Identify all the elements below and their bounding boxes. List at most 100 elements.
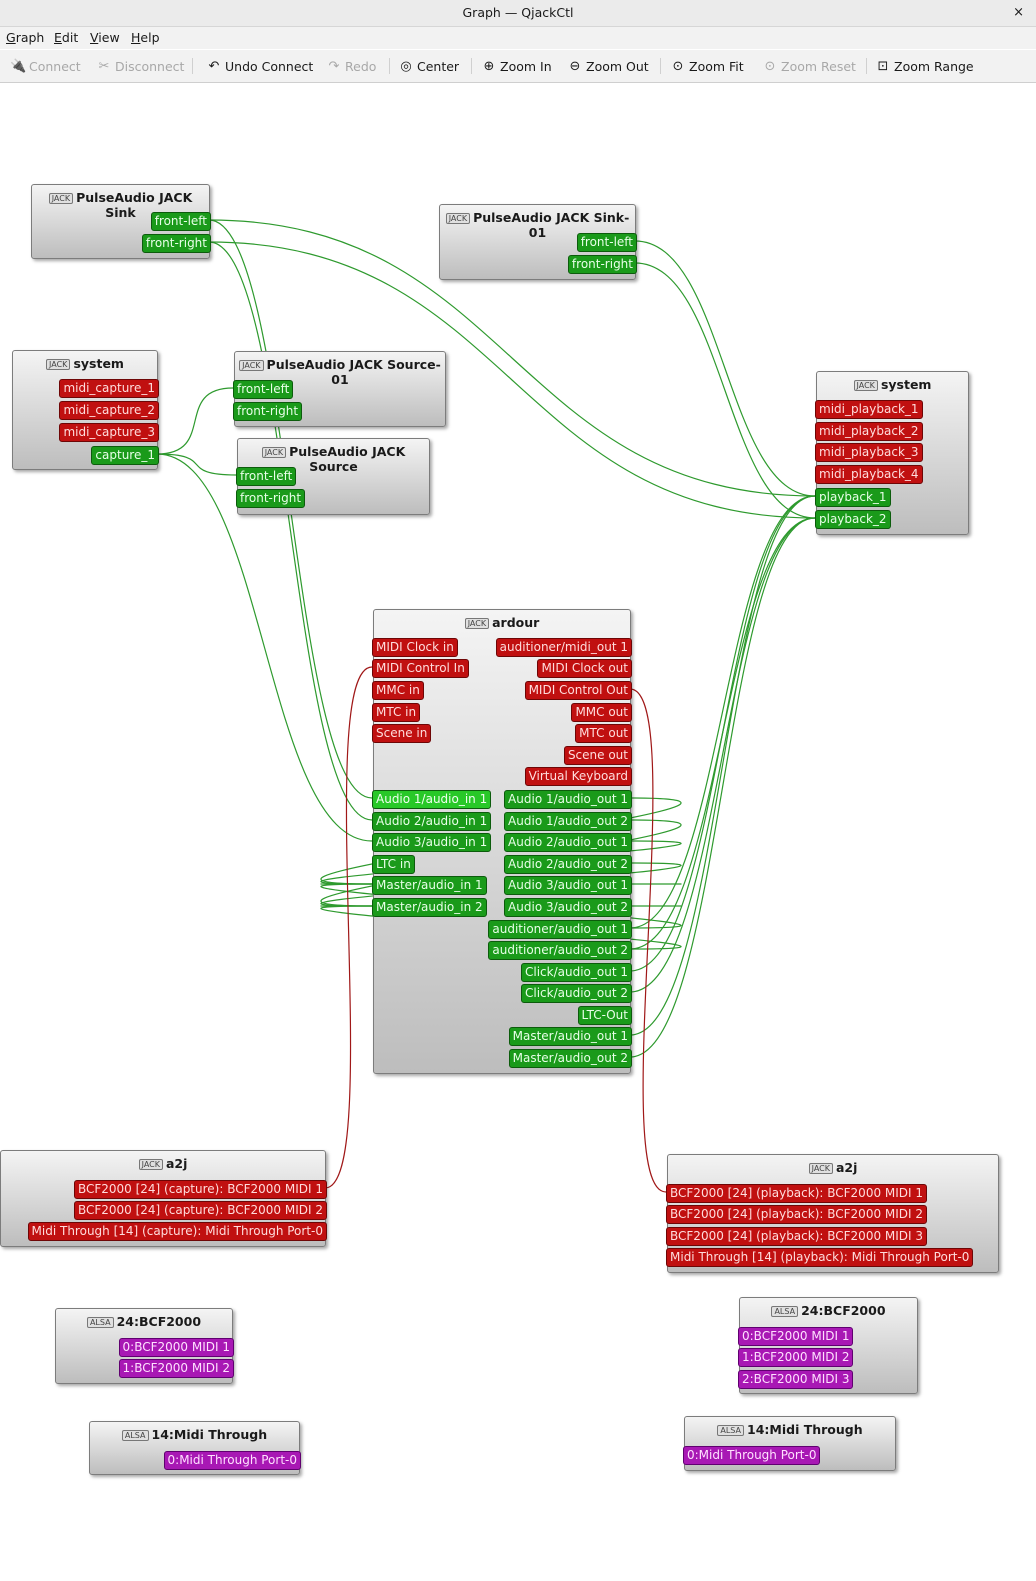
port-mp3[interactable]: midi_playback_3: [815, 443, 923, 462]
port-ltcout[interactable]: LTC-Out: [577, 1006, 632, 1025]
menu-help[interactable]: Help: [131, 30, 160, 45]
port-a2o1[interactable]: Audio 2/audio_out 1: [504, 833, 632, 852]
port-b3[interactable]: BCF2000 [24] (playback): BCF2000 MIDI 3: [666, 1227, 928, 1246]
port-c1[interactable]: capture_1: [91, 446, 159, 465]
connection-audio[interactable]: [156, 387, 234, 455]
port-mt[interactable]: Midi Through [14] (playback): Midi Throu…: [666, 1248, 974, 1267]
center-button[interactable]: ◎Center: [398, 57, 459, 75]
connection-audio[interactable]: [156, 453, 237, 476]
port-mtcout[interactable]: MTC out: [575, 724, 632, 743]
port-fr[interactable]: front-right: [141, 234, 211, 253]
port-a1o1[interactable]: Audio 1/audio_out 1: [504, 790, 632, 809]
port-a3o2[interactable]: Audio 3/audio_out 2: [504, 898, 632, 917]
port-m0[interactable]: 0:Midi Through Port-0: [683, 1446, 821, 1465]
port-b2[interactable]: BCF2000 [24] (capture): BCF2000 MIDI 2: [73, 1201, 327, 1220]
port-fr[interactable]: front-right: [233, 402, 303, 421]
connection-audio[interactable]: [208, 241, 373, 821]
connection-audio[interactable]: [629, 495, 816, 1036]
connection-audio[interactable]: [629, 517, 816, 1058]
port-audao1[interactable]: auditioner/audio_out 1: [488, 920, 632, 939]
undo-connect-button[interactable]: ↶Undo Connect: [206, 57, 314, 75]
port-fl[interactable]: front-left: [576, 233, 637, 252]
port-m0[interactable]: 0:Midi Through Port-0: [163, 1451, 301, 1470]
connection-audio[interactable]: [156, 453, 373, 842]
redo-button[interactable]: ↷Redo: [326, 57, 377, 75]
port-m1[interactable]: 1:BCF2000 MIDI 2: [118, 1359, 234, 1378]
connection-audio[interactable]: [634, 262, 816, 519]
port-fl[interactable]: front-left: [233, 380, 294, 399]
zoom-reset-button[interactable]: ⊙Zoom Reset: [762, 57, 856, 75]
connect-button[interactable]: 🔌Connect: [10, 57, 81, 75]
disconnect-button[interactable]: ✂Disconnect: [96, 57, 185, 75]
port-a3in1[interactable]: Audio 3/audio_in 1: [372, 833, 492, 852]
close-icon[interactable]: ×: [1013, 5, 1024, 20]
port-a1o2[interactable]: Audio 1/audio_out 2: [504, 812, 632, 831]
port-mc1[interactable]: midi_capture_1: [59, 379, 159, 398]
port-a3o1[interactable]: Audio 3/audio_out 1: [504, 876, 632, 895]
port-mst1[interactable]: Master/audio_out 1: [508, 1027, 632, 1046]
port-mt[interactable]: Midi Through [14] (capture): Midi Throug…: [27, 1222, 327, 1241]
menu-graph[interactable]: Graph: [6, 30, 44, 45]
port-mp1[interactable]: midi_playback_1: [815, 400, 923, 419]
port-b1[interactable]: BCF2000 [24] (playback): BCF2000 MIDI 1: [666, 1184, 928, 1203]
port-mctlin[interactable]: MIDI Control In: [372, 659, 469, 678]
menu-view[interactable]: View: [90, 30, 120, 45]
port-m0[interactable]: 0:BCF2000 MIDI 1: [118, 1338, 234, 1357]
port-mstin1[interactable]: Master/audio_in 1: [372, 876, 487, 895]
port-mclkin[interactable]: MIDI Clock in: [372, 638, 458, 657]
port-fr[interactable]: front-right: [567, 255, 637, 274]
connection-midi[interactable]: [629, 688, 667, 1193]
port-audao2[interactable]: auditioner/audio_out 2: [488, 941, 632, 960]
port-fl[interactable]: front-left: [236, 467, 297, 486]
port-mmcin[interactable]: MMC in: [372, 681, 424, 700]
port-mstin2[interactable]: Master/audio_in 2: [372, 898, 487, 917]
port-clk2[interactable]: Click/audio_out 2: [521, 984, 632, 1003]
port-a1in1[interactable]: Audio 1/audio_in 1: [372, 790, 492, 809]
zoom-fit-button[interactable]: ⊙Zoom Fit: [670, 57, 744, 75]
connection-audio[interactable]: [208, 219, 816, 497]
port-mp2[interactable]: midi_playback_2: [815, 422, 923, 441]
port-mc3[interactable]: midi_capture_3: [59, 423, 159, 442]
port-mmcout[interactable]: MMC out: [571, 703, 632, 722]
port-b1[interactable]: BCF2000 [24] (capture): BCF2000 MIDI 1: [73, 1180, 327, 1199]
connection-audio[interactable]: [629, 517, 816, 993]
zoom-range-button[interactable]: ⊡Zoom Range: [875, 57, 974, 75]
port-mp4[interactable]: midi_playback_4: [815, 465, 923, 484]
connection-audio[interactable]: [629, 495, 816, 929]
port-p2[interactable]: playback_2: [815, 510, 891, 529]
port-m2[interactable]: 2:BCF2000 MIDI 3: [738, 1370, 854, 1389]
port-scenein[interactable]: Scene in: [372, 724, 432, 743]
port-fl[interactable]: front-left: [150, 212, 211, 231]
port-fr[interactable]: front-right: [236, 489, 306, 508]
port-mtcin[interactable]: MTC in: [372, 703, 421, 722]
port-m0[interactable]: 0:BCF2000 MIDI 1: [738, 1327, 854, 1346]
connection-audio[interactable]: [629, 495, 816, 972]
port-b2[interactable]: BCF2000 [24] (playback): BCF2000 MIDI 2: [666, 1205, 928, 1224]
port-mst2[interactable]: Master/audio_out 2: [508, 1049, 632, 1068]
port-ltcin[interactable]: LTC in: [372, 855, 415, 874]
port-a2o2[interactable]: Audio 2/audio_out 2: [504, 855, 632, 874]
port-a2in1[interactable]: Audio 2/audio_in 1: [372, 812, 492, 831]
connection-audio[interactable]: [208, 241, 816, 519]
zoom-out-button[interactable]: ⊖Zoom Out: [567, 57, 649, 75]
menu-edit[interactable]: Edit: [54, 30, 78, 45]
port-p1[interactable]: playback_1: [815, 488, 891, 507]
port-mctlout[interactable]: MIDI Control Out: [524, 681, 632, 700]
port-sceneout[interactable]: Scene out: [563, 746, 632, 765]
port-audmidi1[interactable]: auditioner/midi_out 1: [495, 638, 632, 657]
port-mc2[interactable]: midi_capture_2: [59, 401, 159, 420]
zoom-in-button[interactable]: ⊕Zoom In: [481, 57, 552, 75]
